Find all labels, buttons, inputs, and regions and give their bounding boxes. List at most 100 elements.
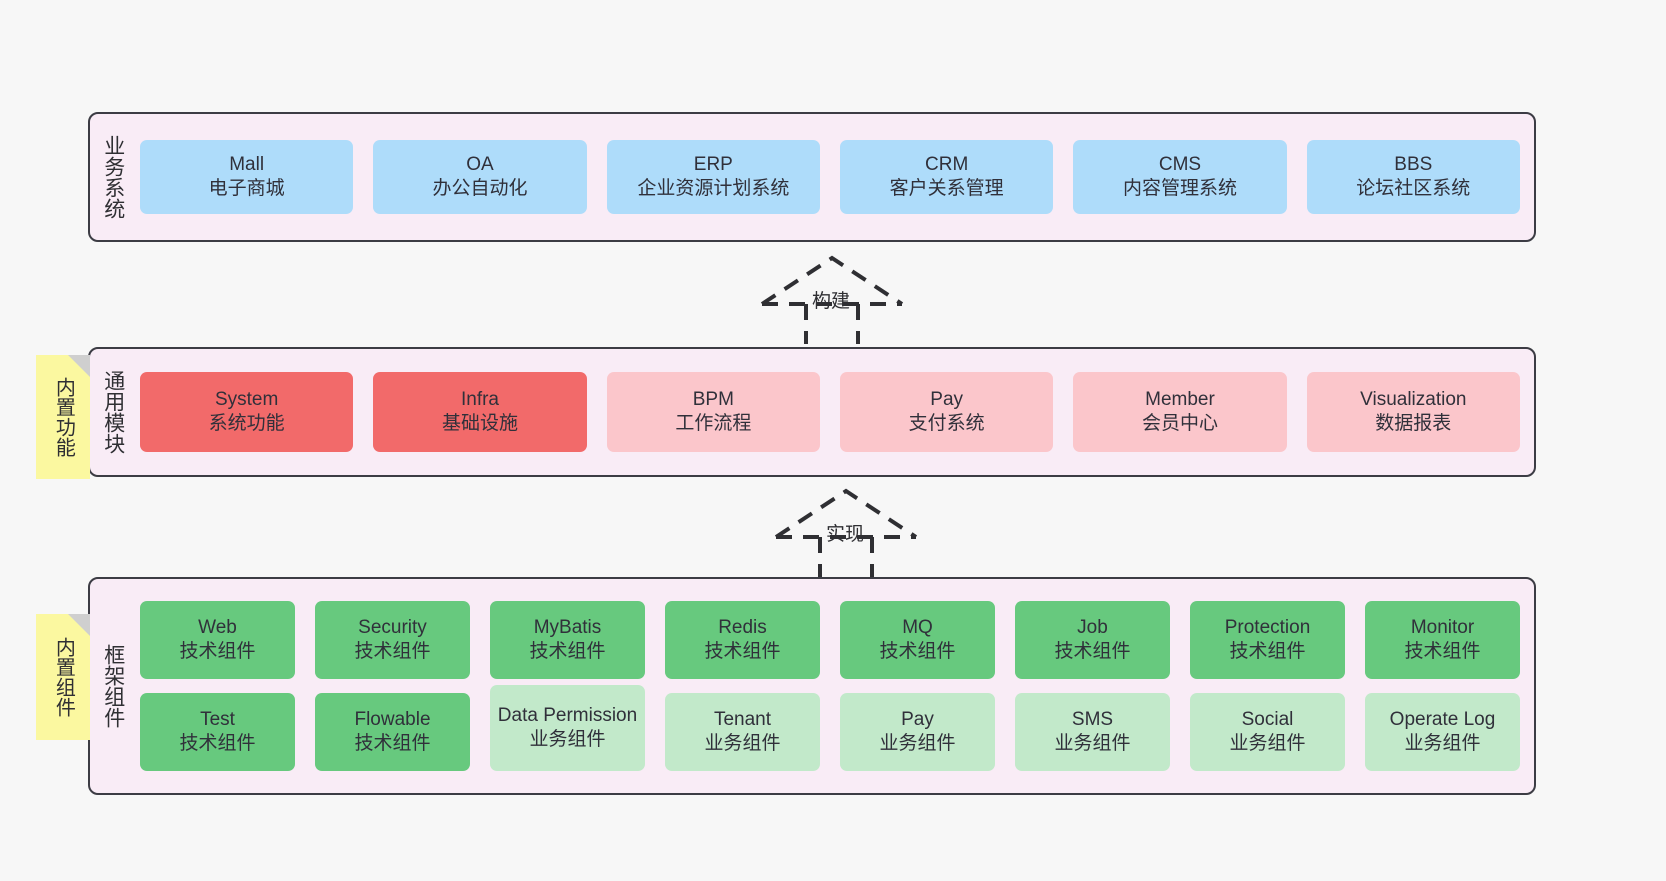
module-card-oa[interactable]: OA 办公自动化	[373, 140, 587, 214]
card-subtitle: 技术组件	[354, 733, 431, 754]
card-title: Flowable	[354, 708, 431, 730]
card-subtitle: 办公自动化	[432, 178, 528, 199]
module-card-security[interactable]: Security 技术组件	[315, 601, 470, 679]
card-title: Test	[200, 708, 235, 730]
sticky-note-built-in-function: 内置功能	[36, 355, 90, 479]
layer-body-business-system: Mall 电子商城 OA 办公自动化 ERP 企业资源计划系统 CRM 客户关系…	[136, 114, 1534, 240]
generalization-arrow-build: 构建	[752, 252, 928, 344]
layer-title-framework-component: 框架组件	[101, 644, 125, 728]
card-subtitle: 技术组件	[179, 641, 256, 662]
card-title: Social	[1241, 708, 1294, 730]
card-subtitle: 业务组件	[529, 729, 606, 750]
card-title: Pay	[930, 388, 964, 410]
module-card-mq[interactable]: MQ 技术组件	[840, 601, 995, 679]
card-title: Mall	[229, 153, 265, 175]
layer-business-system: 业务系统 Mall 电子商城 OA 办公自动化 ERP 企业资源计划系统 CRM	[88, 112, 1536, 242]
framework-component-row-business: Test 技术组件 Flowable 技术组件 Data Permission …	[140, 685, 1520, 771]
module-card-bpm[interactable]: BPM 工作流程	[606, 372, 820, 452]
card-subtitle: 业务组件	[879, 733, 956, 754]
card-subtitle: 论坛社区系统	[1356, 178, 1471, 199]
module-card-bbs[interactable]: BBS 论坛社区系统	[1306, 140, 1520, 214]
module-card-cms[interactable]: CMS 内容管理系统	[1073, 140, 1287, 214]
note-fold-corner-icon	[68, 614, 90, 636]
module-card-sms[interactable]: SMS 业务组件	[1015, 693, 1170, 771]
module-card-monitor[interactable]: Monitor 技术组件	[1365, 601, 1520, 679]
arrow-label-build: 构建	[812, 291, 851, 312]
layer-common-module: 通用模块 System 系统功能 Infra 基础设施 BPM 工作流程 Pay	[88, 347, 1536, 477]
card-subtitle: 业务组件	[1229, 733, 1306, 754]
module-card-pay[interactable]: Pay 支付系统	[839, 372, 1054, 452]
card-title: Monitor	[1410, 616, 1475, 638]
card-subtitle: 基础设施	[441, 413, 518, 434]
card-subtitle: 业务组件	[1054, 733, 1131, 754]
module-card-web[interactable]: Web 技术组件	[140, 601, 295, 679]
card-title: Infra	[460, 388, 499, 410]
layer-body-common-module: System 系统功能 Infra 基础设施 BPM 工作流程 Pay 支付系统…	[136, 349, 1534, 475]
module-card-redis[interactable]: Redis 技术组件	[665, 601, 820, 679]
card-subtitle: 工作流程	[675, 413, 752, 434]
card-subtitle: 数据报表	[1375, 413, 1452, 434]
module-card-tenant[interactable]: Tenant 业务组件	[665, 693, 820, 771]
card-title: Pay	[901, 708, 934, 730]
card-title: CMS	[1158, 153, 1202, 175]
module-card-mybatis[interactable]: MyBatis 技术组件	[490, 601, 645, 679]
sticky-note-text: 内置功能	[52, 377, 75, 457]
card-title: SMS	[1071, 708, 1114, 730]
card-subtitle: 技术组件	[1404, 641, 1481, 662]
card-subtitle: 电子商城	[208, 178, 285, 199]
module-card-mall[interactable]: Mall 电子商城	[140, 140, 354, 214]
card-subtitle: 技术组件	[1054, 641, 1131, 662]
card-title: Visualization	[1360, 388, 1467, 410]
module-card-flowable[interactable]: Flowable 技术组件	[315, 693, 470, 771]
generalization-arrow-implement: 实现	[766, 485, 942, 577]
module-card-data-permission[interactable]: Data Permission 业务组件	[490, 685, 645, 771]
card-title: OA	[466, 153, 494, 175]
card-title: CRM	[925, 153, 969, 175]
card-title: Data Permission	[497, 704, 638, 726]
card-title: Job	[1077, 616, 1108, 638]
common-module-row: System 系统功能 Infra 基础设施 BPM 工作流程 Pay 支付系统…	[140, 372, 1520, 452]
module-card-protection[interactable]: Protection 技术组件	[1190, 601, 1345, 679]
module-card-system[interactable]: System 系统功能	[140, 372, 354, 452]
layer-title-business-system: 业务系统	[101, 135, 125, 219]
module-card-social[interactable]: Social 业务组件	[1190, 693, 1345, 771]
card-title: MQ	[902, 616, 933, 638]
module-card-infra[interactable]: Infra 基础设施	[373, 372, 587, 452]
module-card-erp[interactable]: ERP 企业资源计划系统	[606, 140, 820, 214]
card-subtitle: 业务组件	[704, 733, 781, 754]
module-card-visualization[interactable]: Visualization 数据报表	[1306, 372, 1520, 452]
module-card-crm[interactable]: CRM 客户关系管理	[839, 140, 1054, 214]
card-title: Redis	[718, 616, 767, 638]
module-card-job[interactable]: Job 技术组件	[1015, 601, 1170, 679]
card-subtitle: 企业资源计划系统	[637, 178, 790, 199]
layer-title-common-module: 通用模块	[101, 370, 125, 454]
card-title: Security	[358, 616, 427, 638]
card-title: Operate Log	[1389, 708, 1496, 730]
card-title: BBS	[1394, 153, 1433, 175]
card-title: Tenant	[713, 708, 772, 730]
layer-body-framework-component: Web 技术组件 Security 技术组件 MyBatis 技术组件 Redi…	[136, 579, 1534, 793]
layer-framework-component: 框架组件 Web 技术组件 Security 技术组件 MyBatis 技术组件…	[88, 577, 1536, 795]
business-system-row: Mall 电子商城 OA 办公自动化 ERP 企业资源计划系统 CRM 客户关系…	[140, 140, 1520, 214]
module-card-operate-log[interactable]: Operate Log 业务组件	[1365, 693, 1520, 771]
card-subtitle: 系统功能	[208, 413, 285, 434]
module-card-member[interactable]: Member 会员中心	[1073, 372, 1287, 452]
module-card-test[interactable]: Test 技术组件	[140, 693, 295, 771]
card-subtitle: 技术组件	[179, 733, 256, 754]
card-subtitle: 支付系统	[908, 413, 985, 434]
module-card-pay-business[interactable]: Pay 业务组件	[840, 693, 995, 771]
note-fold-corner-icon	[68, 355, 90, 377]
sticky-note-text: 内置组件	[52, 637, 75, 717]
arrow-label-implement: 实现	[826, 524, 865, 545]
card-subtitle: 技术组件	[354, 641, 431, 662]
card-title: ERP	[693, 153, 733, 175]
card-subtitle: 技术组件	[1229, 641, 1306, 662]
card-subtitle: 技术组件	[704, 641, 781, 662]
card-title: Member	[1145, 388, 1215, 410]
card-subtitle: 客户关系管理	[889, 178, 1004, 199]
card-subtitle: 技术组件	[879, 641, 956, 662]
sticky-note-built-in-component: 内置组件	[36, 614, 90, 740]
card-title: System	[214, 388, 279, 410]
card-title: MyBatis	[533, 616, 602, 638]
